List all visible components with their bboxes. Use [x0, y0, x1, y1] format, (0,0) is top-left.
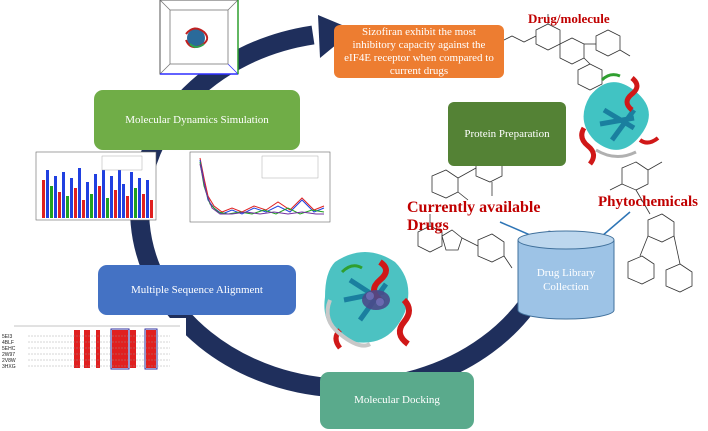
step-drug-library: Drug Library Collection	[536, 267, 596, 293]
drug-molecule-label: Drug/molecule	[528, 11, 610, 26]
alignment-row-id: 3HXG	[2, 364, 16, 370]
md-rmsf-plot	[35, 151, 157, 221]
phytochemicals-structure	[609, 161, 693, 293]
drug-library-cylinder	[517, 230, 615, 320]
step-sequence-alignment: Multiple Sequence Alignment	[98, 265, 296, 315]
md-rmsf-bars	[42, 166, 153, 218]
md-rmsd-plot	[189, 151, 331, 223]
step-molecular-dynamics: Molecular Dynamics Simulation	[94, 90, 300, 150]
protein-structure-image	[579, 73, 660, 166]
current-drugs-label-line1: Currently available	[407, 199, 541, 216]
current-drugs-structure	[417, 153, 513, 269]
alignment-row-id: 2V8W	[2, 358, 16, 364]
alignment-row-id: 5EI3	[2, 334, 13, 340]
md-snapshot-frame	[159, 0, 239, 75]
alignment-row-id: 4BLF	[2, 340, 14, 346]
alignment-row-id: 2W97	[2, 352, 15, 358]
docking-complex-image	[324, 252, 412, 350]
sequence-alignment-panel: 5EI3 4BLF 5EHC 2W97 2V8W 3HXG	[0, 318, 186, 370]
drug-molecule-structure	[499, 14, 631, 91]
phytochemicals-label: Phytochemicals	[598, 194, 698, 210]
step-protein-preparation: Protein Preparation	[448, 102, 566, 166]
current-drugs-label-line2: Drugs	[407, 217, 449, 234]
result-box: Sizofiran exhibit the most inhibitory ca…	[334, 25, 504, 78]
step-molecular-docking: Molecular Docking	[320, 372, 474, 429]
alignment-row-id: 5EHC	[2, 346, 16, 352]
